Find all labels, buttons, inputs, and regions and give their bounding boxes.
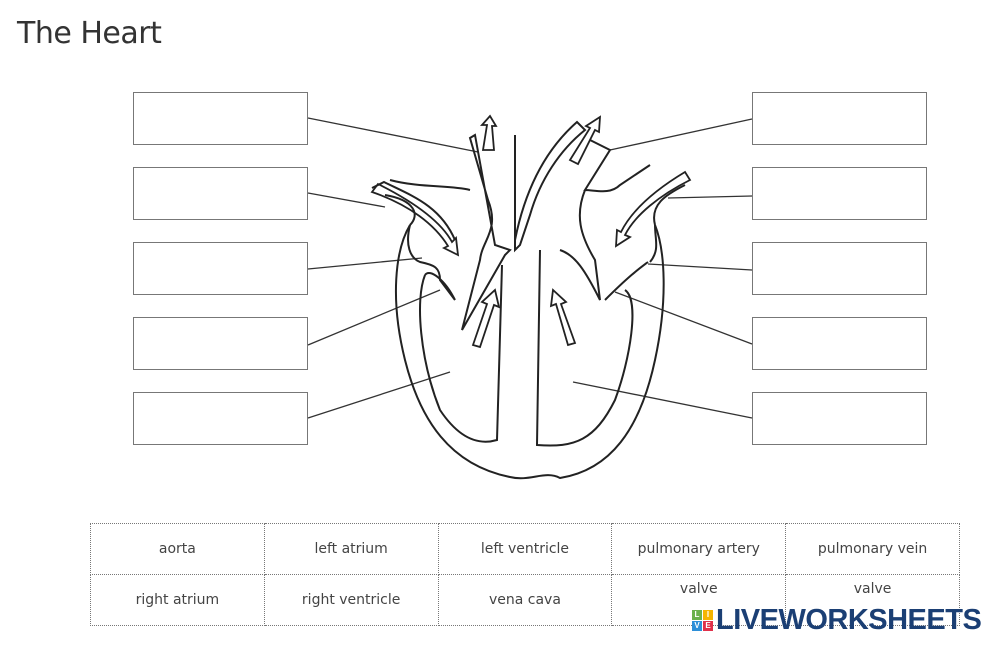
page-title: The Heart bbox=[17, 16, 162, 51]
heart-outer-wall bbox=[394, 224, 665, 480]
flow-arrows bbox=[370, 114, 692, 349]
arrow-up-left-ventricle bbox=[549, 288, 577, 347]
answer-box-right-5[interactable] bbox=[752, 392, 927, 445]
heart-diagram bbox=[307, 114, 753, 480]
left-atrium bbox=[604, 184, 686, 301]
word-tile[interactable]: vena cava bbox=[437, 574, 613, 626]
word-tile[interactable]: pulmonary artery bbox=[611, 523, 787, 575]
word-bank-row: right atrium right ventricle vena cava v… bbox=[90, 574, 960, 626]
logo-tiles-icon: L I V E bbox=[692, 609, 713, 631]
word-tile[interactable]: right atrium bbox=[90, 574, 265, 626]
logo-text: LIVEWORKSHEETS bbox=[716, 604, 982, 636]
word-tile[interactable]: left ventricle bbox=[437, 523, 613, 575]
answer-box-left-2[interactable] bbox=[133, 167, 308, 220]
answer-box-right-3[interactable] bbox=[752, 242, 927, 295]
vena-cava bbox=[371, 179, 471, 241]
left-ventricle-wall bbox=[535, 249, 634, 447]
answer-box-right-1[interactable] bbox=[752, 92, 927, 145]
leader-lines bbox=[307, 117, 753, 419]
pulmonary-artery bbox=[559, 139, 651, 301]
word-tile[interactable]: pulmonary vein bbox=[785, 523, 960, 575]
word-bank: aorta left atrium left ventricle pulmona… bbox=[90, 523, 960, 626]
arrow-into-right-atrium bbox=[370, 182, 460, 257]
answer-box-left-1[interactable] bbox=[133, 92, 308, 145]
answer-box-left-5[interactable] bbox=[133, 392, 308, 445]
word-bank-row: aorta left atrium left ventricle pulmona… bbox=[90, 523, 960, 575]
word-tile[interactable]: right ventricle bbox=[263, 574, 439, 626]
arrow-up-right-ventricle bbox=[471, 288, 501, 349]
word-tile[interactable]: left atrium bbox=[263, 523, 439, 575]
answer-box-left-4[interactable] bbox=[133, 317, 308, 370]
aorta bbox=[461, 133, 512, 331]
answer-box-right-4[interactable] bbox=[752, 317, 927, 370]
word-tile[interactable]: valve bbox=[785, 574, 960, 626]
liveworksheets-logo: L I V E LIVEWORKSHEETS bbox=[692, 604, 982, 636]
word-tile[interactable]: aorta bbox=[90, 523, 265, 575]
arrow-up-pulmonary bbox=[568, 115, 602, 166]
right-atrium bbox=[384, 194, 456, 301]
answer-box-right-2[interactable] bbox=[752, 167, 927, 220]
septum-top bbox=[514, 120, 587, 253]
right-ventricle-wall bbox=[419, 264, 503, 443]
answer-box-left-3[interactable] bbox=[133, 242, 308, 295]
arrow-up-aorta bbox=[479, 114, 498, 151]
arrow-into-left-atrium bbox=[614, 170, 692, 248]
